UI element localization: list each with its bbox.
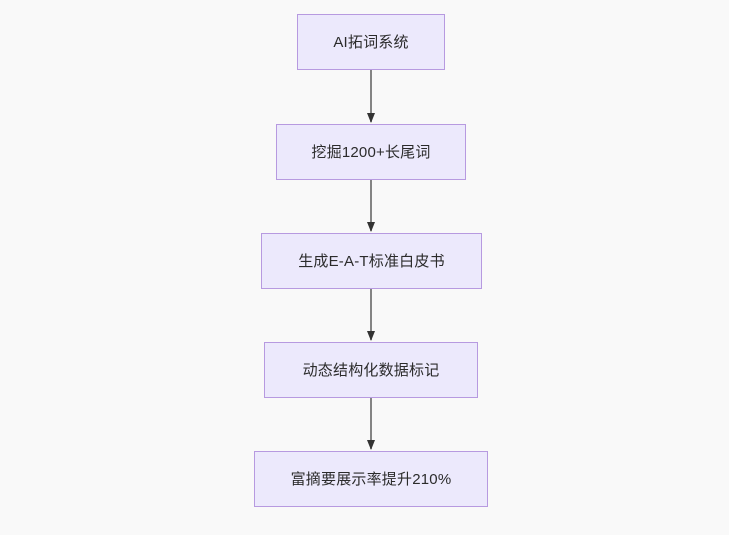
flow-node-label: 挖掘1200+长尾词 <box>311 143 431 161</box>
flow-node-dynamic-structured-data-markup[interactable]: 动态结构化数据标记 <box>264 342 478 398</box>
flow-node-generate-eat-whitepaper[interactable]: 生成E-A-T标准白皮书 <box>261 233 482 289</box>
flow-node-ai-keyword-system[interactable]: AI拓词系统 <box>297 14 445 70</box>
flow-node-rich-snippet-impression-lift[interactable]: 富摘要展示率提升210% <box>254 451 488 507</box>
flow-node-label: 动态结构化数据标记 <box>302 361 440 379</box>
flow-node-label: AI拓词系统 <box>333 33 409 51</box>
flow-node-label: 富摘要展示率提升210% <box>290 470 452 488</box>
flow-node-label: 生成E-A-T标准白皮书 <box>298 252 445 270</box>
flow-node-mine-longtail-keywords[interactable]: 挖掘1200+长尾词 <box>276 124 466 180</box>
